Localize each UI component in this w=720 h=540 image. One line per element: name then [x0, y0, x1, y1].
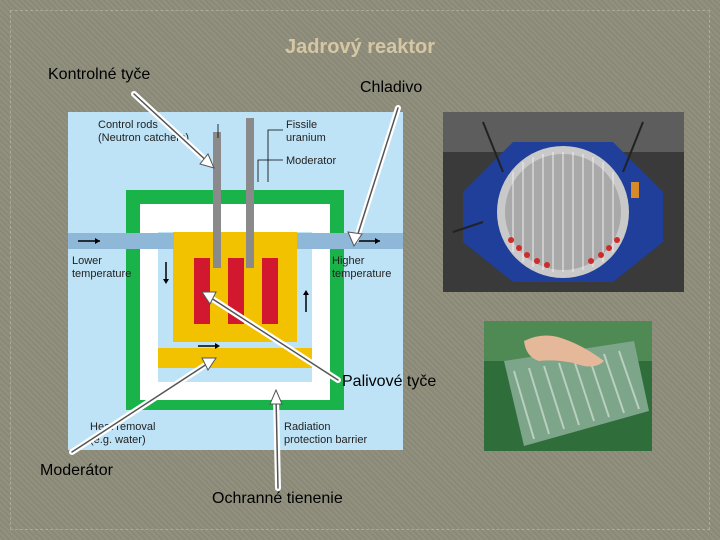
label-control-rods: Control rods [98, 119, 158, 131]
fuel-assembly-image [484, 321, 652, 451]
flow-arrowhead [95, 238, 100, 244]
callout-moderator: Moderátor [40, 462, 113, 479]
fuel-assembly-photo [484, 321, 652, 451]
label-lower: Lower [72, 255, 102, 267]
label-water: (e.g. water) [90, 434, 146, 446]
vessel-bottom [158, 348, 312, 368]
outlet-pipe [297, 233, 403, 249]
label-lower-temperature: temperature [72, 268, 131, 280]
callout-shielding: Ochranné tienenie [212, 490, 343, 507]
label-fissile: Fissile [286, 119, 317, 131]
control-rod [246, 118, 254, 268]
flow-arrowhead [163, 279, 169, 284]
fuel-rod [228, 258, 244, 324]
leader-line [257, 159, 283, 182]
control-rod [213, 132, 221, 268]
label-higher-temperature: temperature [332, 268, 391, 280]
label-uranium: uranium [286, 132, 326, 144]
reactor-core-photo [443, 112, 684, 292]
slide-title: Jadrový reaktor [284, 36, 436, 58]
label-neutron-catchers: (Neutron catchers) [98, 132, 189, 144]
inlet-pipe [68, 233, 174, 249]
label-heat-removal: Heat removal [90, 421, 155, 433]
leader-line [267, 129, 283, 182]
fuel-rod [194, 258, 210, 324]
reactor-core-image [443, 112, 684, 292]
callout-fuel-rods: Palivové tyče [342, 373, 437, 390]
label-moderator: Moderator [286, 155, 336, 167]
label-protection-barrier: protection barrier [284, 434, 367, 446]
label-radiation: Radiation [284, 421, 330, 433]
callout-coolant: Chladivo [360, 79, 423, 96]
callout-control-rods: Kontrolné tyče [48, 66, 151, 83]
slide-frame [10, 10, 710, 530]
reactor-diagram: Control rods (Neutron catchers) Fissile … [68, 112, 403, 450]
reactor-schematic: Control rods (Neutron catchers) Fissile … [68, 112, 403, 450]
label-higher: Higher [332, 255, 365, 267]
fuel-rod [262, 258, 278, 324]
